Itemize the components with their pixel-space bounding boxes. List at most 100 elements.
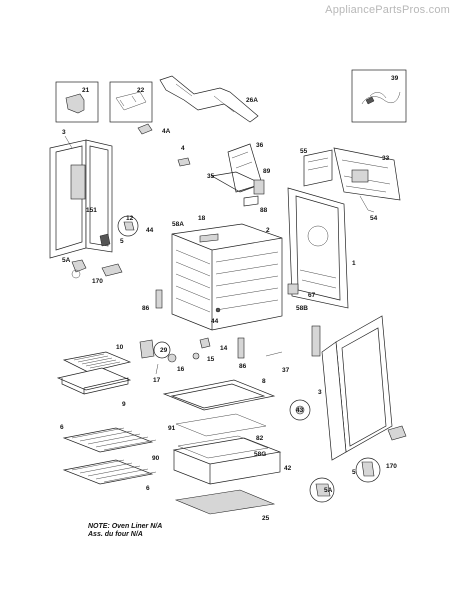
- callout-17: 17: [153, 377, 161, 384]
- callout-15: 15: [207, 356, 215, 363]
- part-15-knob[interactable]: 15: [192, 352, 215, 363]
- callout-9: 9: [122, 401, 126, 408]
- part-67-bracket[interactable]: 67: [287, 283, 316, 299]
- callout-170-right: 170: [386, 463, 397, 470]
- callout-6-lower: 6: [146, 485, 150, 492]
- callout-54: 54: [370, 215, 378, 222]
- callout-35: 35: [207, 173, 215, 180]
- callout-58B: 58B: [296, 305, 308, 312]
- callout-26A: 26A: [246, 97, 258, 104]
- part-3-oven-door-left[interactable]: 3 151: [49, 129, 113, 259]
- callout-16: 16: [177, 366, 185, 373]
- part-box-39[interactable]: 39: [351, 69, 407, 123]
- watermark: AppliancePartsPros.com: [325, 4, 450, 16]
- part-4-bracket[interactable]: 4: [177, 145, 191, 167]
- callout-4A: 4A: [162, 128, 171, 135]
- callout-44-upper: 44: [146, 227, 154, 234]
- callout-12: 12: [126, 215, 134, 222]
- callout-5-right: 5: [352, 469, 356, 476]
- callout-58A: 58A: [172, 221, 184, 228]
- part-33-rear-panel[interactable]: 33: [333, 147, 401, 201]
- callout-33: 33: [382, 155, 390, 162]
- callout-2: 2: [266, 227, 270, 234]
- part-88-bracket[interactable]: 88: [243, 195, 268, 214]
- part-5A-hinge-receptacle-right[interactable]: 5A: [309, 477, 335, 503]
- callout-18: 18: [198, 215, 206, 222]
- callout-88: 88: [260, 207, 268, 214]
- callout-36: 36: [256, 142, 264, 149]
- part-170-hinge-right[interactable]: 170: [386, 425, 407, 470]
- callout-3-right: 3: [318, 389, 322, 396]
- part-5A-hinge-receptacle[interactable]: 5A: [62, 257, 87, 279]
- part-58B-insulation[interactable]: 58B: [296, 305, 308, 312]
- part-91-bracket[interactable]: 91: [168, 425, 176, 432]
- part-170-hinge-left[interactable]: 170: [92, 263, 123, 285]
- callout-86: 86: [142, 305, 150, 312]
- callout-89: 89: [263, 168, 271, 175]
- callout-43: 43: [296, 407, 304, 414]
- callout-4: 4: [181, 145, 185, 152]
- callout-58G: 58G: [254, 451, 266, 458]
- callout-42: 42: [284, 465, 292, 472]
- callout-151: 151: [86, 207, 97, 214]
- part-8-oven-bottom[interactable]: 8: [162, 378, 276, 411]
- callout-14: 14: [220, 345, 228, 352]
- callout-6: 6: [60, 424, 64, 431]
- part-17-wire[interactable]: 17: [153, 363, 161, 384]
- callout-37: 37: [282, 367, 290, 374]
- callout-21: 21: [82, 87, 90, 94]
- part-29-switch[interactable]: 29: [139, 339, 171, 359]
- part-box-22[interactable]: 22: [109, 81, 153, 123]
- part-9-broiler-pan[interactable]: 9: [56, 367, 132, 408]
- part-54-wire-cover[interactable]: 54: [359, 195, 378, 222]
- callout-22: 22: [137, 87, 145, 94]
- part-12-element-terminal[interactable]: 12 44: [117, 215, 154, 237]
- callout-67: 67: [308, 292, 316, 299]
- part-58A-oven-cavity[interactable]: 58A 18 2: [171, 215, 283, 331]
- part-25-drawer-liner[interactable]: 25: [174, 489, 276, 522]
- part-box-21[interactable]: 21: [55, 81, 99, 123]
- note-line-2: Ass. du four N/A: [88, 531, 143, 538]
- callout-10: 10: [116, 344, 124, 351]
- part-3-oven-door-right[interactable]: 3: [318, 315, 393, 461]
- part-90-bracket[interactable]: 90: [152, 455, 160, 462]
- callout-1: 1: [352, 260, 356, 267]
- part-42-drawer-frame[interactable]: 42: [172, 437, 292, 485]
- callout-39: 39: [391, 75, 399, 82]
- diagram-note: NOTE: Oven Liner N/A Ass. du four N/A: [88, 523, 162, 539]
- callout-5A-right: 5A: [324, 487, 333, 494]
- callout-3: 3: [62, 129, 66, 136]
- part-26A-bracket[interactable]: 26A: [159, 75, 259, 123]
- callout-90: 90: [152, 455, 160, 462]
- callout-5A: 5A: [62, 257, 71, 264]
- part-44-screw[interactable]: 44: [211, 307, 221, 325]
- callout-25: 25: [262, 515, 270, 522]
- part-37-sensor-probe[interactable]: 37: [265, 351, 290, 374]
- part-10-broiler-grid[interactable]: 10: [62, 344, 132, 373]
- callout-170: 170: [92, 278, 103, 285]
- part-16-lamp[interactable]: 16: [167, 353, 185, 373]
- part-5-hinge-left[interactable]: 5: [99, 233, 124, 247]
- part-55-panel[interactable]: 55: [300, 148, 333, 187]
- callout-44-lower: 44: [211, 318, 219, 325]
- callout-82: 82: [256, 435, 264, 442]
- part-89-switch[interactable]: 89: [253, 168, 271, 195]
- note-line-1: NOTE: Oven Liner N/A: [88, 523, 163, 530]
- part-82-bake-element[interactable]: 82: [175, 413, 267, 442]
- part-86-bracket-left[interactable]: 86: [142, 289, 163, 312]
- part-6-oven-rack-upper[interactable]: 6: [60, 424, 157, 453]
- part-5-hinge-right[interactable]: 5: [352, 457, 381, 483]
- part-43-door-screw[interactable]: 43: [289, 399, 311, 421]
- part-58G-insulation[interactable]: 58G: [177, 435, 269, 459]
- callout-86-right: 86: [239, 363, 247, 370]
- callout-91: 91: [168, 425, 176, 432]
- callout-29: 29: [160, 347, 168, 354]
- callout-5: 5: [120, 238, 124, 245]
- part-6-oven-rack-lower[interactable]: 6: [62, 459, 157, 492]
- part-4A-clip[interactable]: 4A: [137, 123, 171, 135]
- part-1-back-panel[interactable]: 1: [287, 187, 356, 309]
- callout-55: 55: [300, 148, 308, 155]
- part-14-sensor[interactable]: 14: [199, 337, 228, 352]
- part-86-bracket-right[interactable]: 86: [237, 337, 247, 370]
